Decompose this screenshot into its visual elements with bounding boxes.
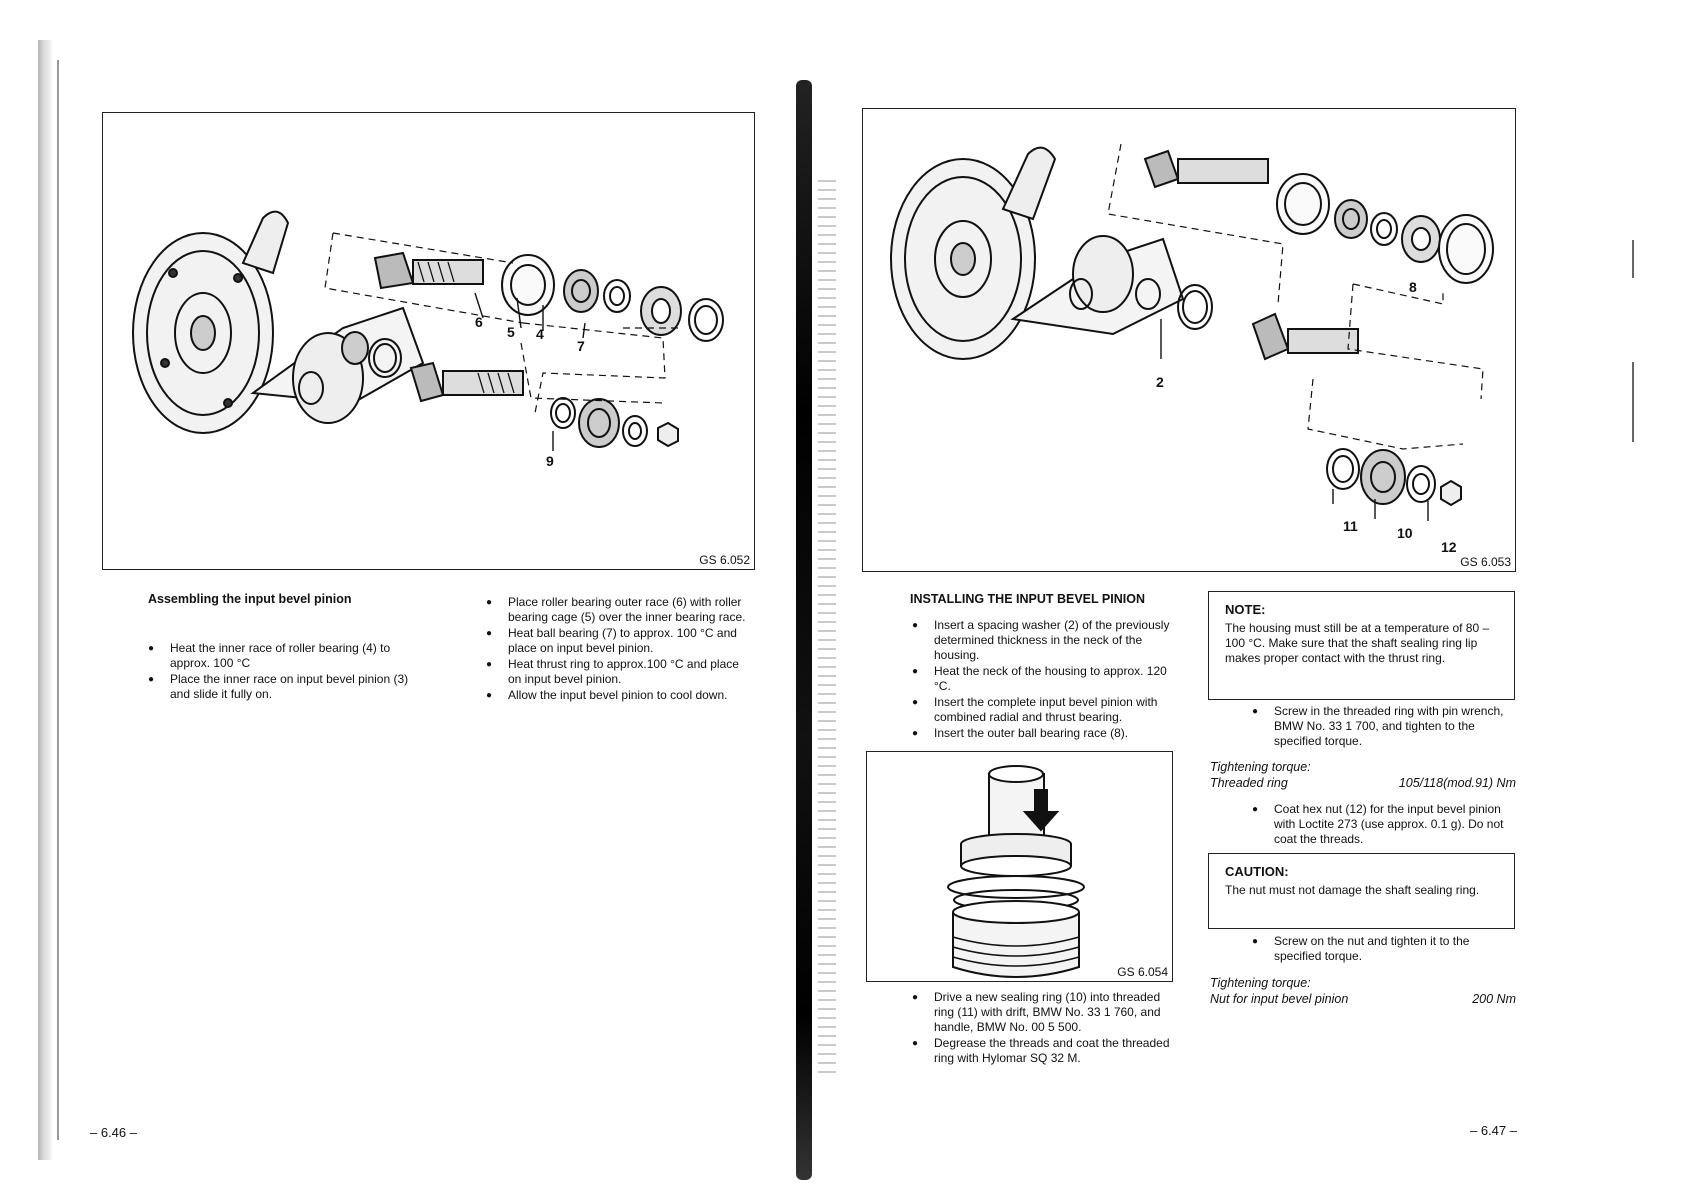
- callout-9: 9: [546, 453, 554, 469]
- page-number-right: – 6.47 –: [1470, 1123, 1517, 1138]
- scan-left-line: [57, 60, 59, 1140]
- list-item: Insert the complete input bevel pinion w…: [912, 695, 1176, 725]
- callout-5: 5: [507, 324, 515, 340]
- caution-title: CAUTION:: [1225, 864, 1289, 879]
- figure-gs-6053: 8 2 11 10 12 GS 6.053: [862, 108, 1516, 572]
- figure-gs-6052: 6 5 4 7 9 GS 6.052: [102, 112, 755, 570]
- list-item: Heat ball bearing (7) to approx. 100 °C …: [486, 626, 750, 656]
- figure-code: GS 6.054: [1117, 965, 1168, 979]
- exploded-view-pinion-drawing: [132, 210, 724, 451]
- left-bullets-col1: Heat the inner race of roller bearing (4…: [148, 641, 418, 703]
- list-item: Heat the inner race of roller bearing (4…: [148, 641, 418, 671]
- torque-value: 105/118(mod.91) Nm: [1398, 776, 1516, 790]
- book-gutter: [788, 80, 846, 1180]
- coat-bullets: Coat hex nut (12) for the input bevel pi…: [1252, 802, 1514, 848]
- drive-bullets: Drive a new sealing ring (10) into threa…: [912, 990, 1176, 1067]
- page-number-left: – 6.46 –: [90, 1125, 137, 1140]
- figure-code: GS 6.053: [1460, 555, 1511, 569]
- caution-body: The nut must not damage the shaft sealin…: [1225, 883, 1480, 897]
- list-item: Degrease the threads and coat the thread…: [912, 1036, 1176, 1066]
- install-bullets: Insert a spacing washer (2) of the previ…: [912, 618, 1176, 742]
- list-item: Heat the neck of the housing to approx. …: [912, 664, 1176, 694]
- list-item: Heat thrust ring to approx.100 °C and pl…: [486, 657, 750, 687]
- note-box: NOTE: The housing must still be at a tem…: [1208, 591, 1515, 700]
- note-title: NOTE:: [1225, 602, 1266, 617]
- drift-tool-drawing: [947, 765, 1085, 978]
- callout-7: 7: [577, 338, 585, 354]
- callout-8: 8: [1409, 279, 1417, 295]
- scan-mark: [1632, 362, 1634, 442]
- torque-item: Threaded ring: [1210, 776, 1288, 790]
- left-heading: Assembling the input bevel pinion: [148, 592, 352, 606]
- list-item: Drive a new sealing ring (10) into threa…: [912, 990, 1176, 1035]
- list-item: Insert the outer ball bearing race (8).: [912, 726, 1176, 741]
- screw-bullets: Screw in the threaded ring with pin wren…: [1252, 704, 1514, 750]
- scan-left-edge: [38, 40, 52, 1160]
- torque-label: Tightening torque:: [1210, 760, 1311, 774]
- callout-6: 6: [475, 314, 483, 330]
- left-bullets-col2: Place roller bearing outer race (6) with…: [486, 595, 750, 704]
- torque-label: Tightening torque:: [1210, 976, 1311, 990]
- torque-item: Nut for input bevel pinion: [1210, 992, 1349, 1006]
- callout-10: 10: [1397, 525, 1413, 541]
- figure-gs-6054: GS 6.054: [866, 751, 1173, 982]
- nut-bullets: Screw on the nut and tighten it to the s…: [1252, 934, 1514, 965]
- list-item: Screw on the nut and tighten it to the s…: [1252, 934, 1514, 964]
- list-item: Place roller bearing outer race (6) with…: [486, 595, 750, 625]
- list-item: Insert a spacing washer (2) of the previ…: [912, 618, 1176, 663]
- callout-2: 2: [1156, 374, 1164, 390]
- list-item: Screw in the threaded ring with pin wren…: [1252, 704, 1514, 749]
- caution-box: CAUTION: The nut must not damage the sha…: [1208, 853, 1515, 929]
- list-item: Place the inner race on input bevel pini…: [148, 672, 418, 702]
- torque-value: 200 Nm: [1472, 992, 1516, 1006]
- callout-4: 4: [536, 326, 544, 342]
- right-heading: INSTALLING THE INPUT BEVEL PINION: [910, 592, 1145, 606]
- exploded-view-housing-drawing: [890, 143, 1494, 521]
- callout-12: 12: [1441, 539, 1457, 555]
- callout-11: 11: [1343, 518, 1358, 534]
- list-item: Coat hex nut (12) for the input bevel pi…: [1252, 802, 1514, 847]
- figure-code: GS 6.052: [699, 553, 750, 567]
- note-body: The housing must still be at a temperatu…: [1225, 621, 1490, 665]
- list-item: Allow the input bevel pinion to cool dow…: [486, 688, 750, 703]
- scan-mark: [1632, 240, 1634, 278]
